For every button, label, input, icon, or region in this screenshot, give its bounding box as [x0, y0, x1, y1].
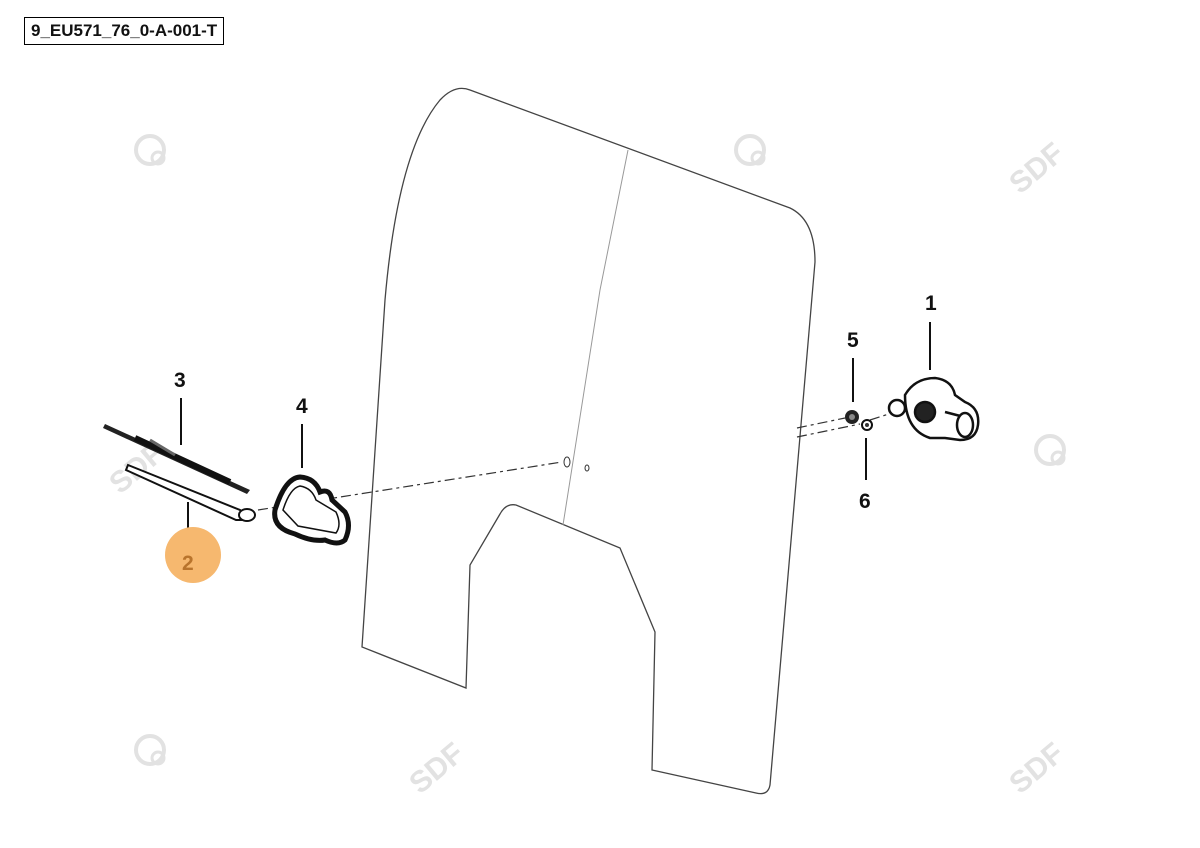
rear-window-glass — [361, 87, 816, 795]
callout-5[interactable]: 5 — [847, 329, 859, 352]
nut[interactable] — [845, 410, 859, 424]
watermark-text: SDF — [1003, 737, 1070, 801]
wiper-arm[interactable] — [124, 463, 256, 522]
glass-hole — [584, 464, 590, 472]
diagram-id-label: 9_EU571_76_0-A-001-T — [24, 17, 225, 45]
watermark-logo-icon — [134, 134, 166, 166]
watermark-text: SDF — [403, 737, 470, 801]
watermark-text: SDF — [1003, 137, 1070, 201]
glass-hole — [563, 456, 571, 468]
highlighted-callout-circle[interactable] — [165, 527, 221, 583]
wiper-blade[interactable] — [103, 424, 250, 494]
watermark-logo-icon — [734, 134, 766, 166]
callout-4[interactable]: 4 — [296, 395, 308, 418]
callout-1[interactable]: 1 — [925, 292, 937, 315]
seal-gasket[interactable] — [272, 474, 351, 546]
callout-2[interactable]: 2 — [182, 552, 194, 575]
callout-3[interactable]: 3 — [174, 369, 186, 392]
callout-6[interactable]: 6 — [859, 490, 871, 513]
washer[interactable] — [861, 419, 873, 431]
watermark-logo-icon — [1034, 434, 1066, 466]
watermark-logo-icon — [134, 734, 166, 766]
wiper-motor[interactable] — [887, 376, 980, 442]
glass-divider-line — [562, 149, 629, 526]
